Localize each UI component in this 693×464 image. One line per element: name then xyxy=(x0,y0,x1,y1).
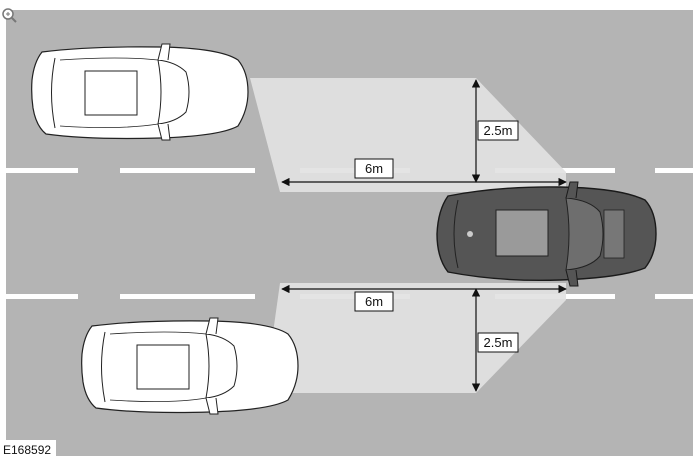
lower-length-label: 6m xyxy=(365,294,383,309)
adjacent-car-upper xyxy=(31,43,249,141)
figure-id-box xyxy=(0,440,56,460)
upper-length-label: 6m xyxy=(365,161,383,176)
lower-length-box xyxy=(354,291,394,312)
upper-height-box xyxy=(477,120,519,141)
adjacent-car-lower xyxy=(81,317,299,415)
detection-zone-upper xyxy=(250,78,566,192)
figure-id: E168592 xyxy=(3,443,51,457)
upper-length-box xyxy=(354,158,394,179)
detection-zone-lower xyxy=(266,283,566,393)
lower-height-label: 2.5m xyxy=(484,335,513,350)
upper-height-label: 2.5m xyxy=(484,123,513,138)
lower-height-box xyxy=(477,332,519,353)
host-vehicle xyxy=(436,181,657,287)
magnifier-icon[interactable] xyxy=(2,8,17,23)
